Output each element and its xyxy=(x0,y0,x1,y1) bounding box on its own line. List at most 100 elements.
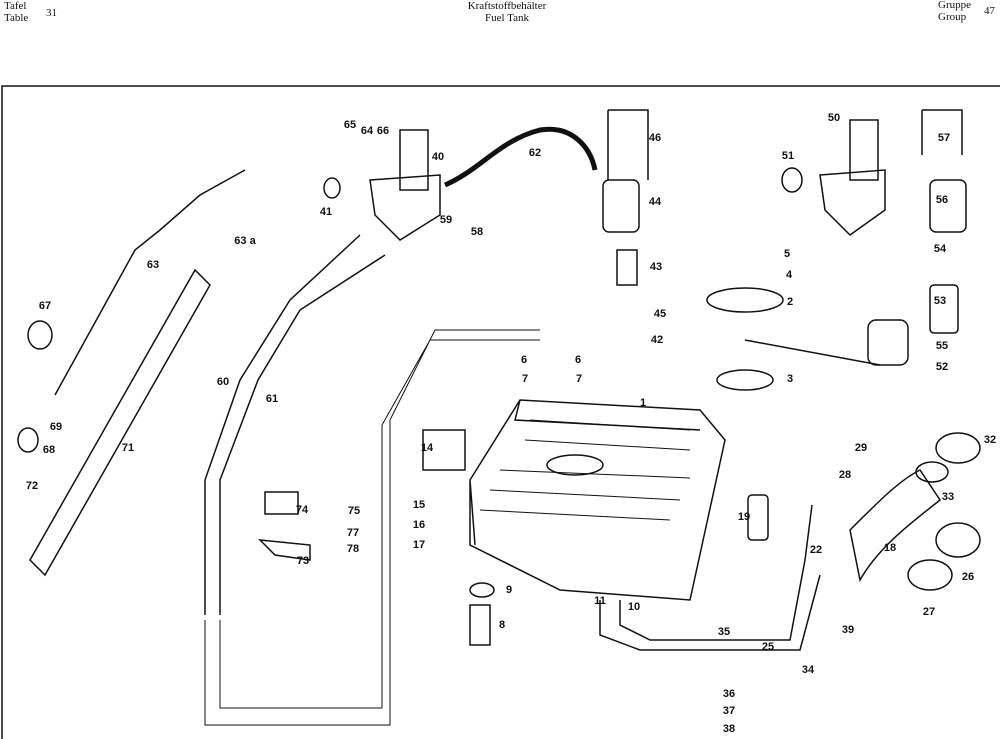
clip-74 xyxy=(264,491,299,515)
ring-26 xyxy=(935,522,981,558)
part-number-label: 9 xyxy=(505,584,513,596)
clip-57 xyxy=(921,109,963,155)
part-number-label: 72 xyxy=(25,480,39,492)
part-number-label: 39 xyxy=(841,624,855,636)
part-number-label: 73 xyxy=(296,555,310,567)
part-number-label: 41 xyxy=(319,206,333,218)
part-number-label: 50 xyxy=(827,112,841,124)
clip-46 xyxy=(607,109,649,180)
part-number-label: 3 xyxy=(786,373,794,385)
rod-63 xyxy=(54,169,246,396)
part-number-label: 6 xyxy=(574,354,582,366)
bracket-71 xyxy=(29,268,211,577)
fuel-line-loop xyxy=(204,329,540,726)
part-number-label: 2 xyxy=(786,296,794,308)
pump-40 xyxy=(399,129,429,191)
part-number-label: 68 xyxy=(42,444,56,456)
part-number-label: 33 xyxy=(941,491,955,503)
part-number-label: 71 xyxy=(121,442,135,454)
part-number-label: 63 xyxy=(146,259,160,271)
part-number-label: 75 xyxy=(347,505,361,517)
part-number-label: 7 xyxy=(575,373,583,385)
part-number-label: 65 xyxy=(343,119,357,131)
pipe-34 xyxy=(619,504,813,641)
disc-41 xyxy=(323,177,341,199)
part-number-label: 42 xyxy=(650,334,664,346)
part-number-label: 43 xyxy=(649,261,663,273)
part-number-label: 18 xyxy=(883,542,897,554)
pump-body-40 xyxy=(369,174,441,241)
sender-flange-2 xyxy=(706,287,784,313)
ring-33 xyxy=(915,461,949,483)
part-number-label: 52 xyxy=(935,361,949,373)
filler-neck-18 xyxy=(849,469,942,583)
disc-51 xyxy=(781,167,803,193)
part-number-label: 8 xyxy=(498,619,506,631)
part-number-label: 4 xyxy=(785,269,793,281)
part-number-label: 59 xyxy=(439,214,453,226)
gasket-3 xyxy=(716,369,774,391)
drain-plug-8 xyxy=(469,604,491,646)
part-number-label: 19 xyxy=(737,511,751,523)
part-number-label: 38 xyxy=(722,723,736,735)
title-de: Kraftstoffbehälter xyxy=(467,0,547,12)
part-number-label: 10 xyxy=(627,601,641,613)
part-number-label: 29 xyxy=(854,442,868,454)
pipe-61 xyxy=(219,254,386,615)
part-number-label: 58 xyxy=(470,226,484,238)
table-number: 31 xyxy=(46,7,57,19)
frame-border xyxy=(1,85,1000,739)
part-number-label: 17 xyxy=(412,539,426,551)
part-number-label: 6 xyxy=(520,354,528,366)
clamp-14 xyxy=(422,429,466,471)
part-number-label: 51 xyxy=(781,150,795,162)
group-label-de: Gruppe xyxy=(938,0,971,11)
part-number-label: 11 xyxy=(594,595,606,607)
part-number-label: 34 xyxy=(801,664,815,676)
part-number-label: 1 xyxy=(639,397,647,409)
grommet-68 xyxy=(17,427,39,453)
part-number-label: 25 xyxy=(761,641,775,653)
part-number-label: 32 xyxy=(983,434,997,446)
part-number-label: 53 xyxy=(933,295,947,307)
title-en: Fuel Tank xyxy=(485,12,529,24)
part-number-label: 40 xyxy=(431,151,445,163)
part-number-label: 69 xyxy=(49,421,63,433)
part-number-label: 28 xyxy=(838,469,852,481)
part-number-label: 64 xyxy=(360,125,374,137)
part-number-label: 55 xyxy=(935,340,949,352)
pump-body-50 xyxy=(819,169,886,236)
sender-float xyxy=(867,319,909,366)
bracket-73 xyxy=(257,539,311,561)
part-number-label: 57 xyxy=(937,132,951,144)
washer-9 xyxy=(469,582,495,598)
part-number-label: 61 xyxy=(265,393,279,405)
part-number-label: 62 xyxy=(528,147,542,159)
part-number-label: 67 xyxy=(38,300,52,312)
sender-arm-2 xyxy=(744,339,881,366)
pipe-25 xyxy=(599,574,821,651)
part-number-label: 26 xyxy=(961,571,975,583)
part-number-label: 37 xyxy=(722,705,736,717)
part-number-label: 56 xyxy=(935,194,949,206)
part-number-label: 44 xyxy=(648,196,662,208)
part-number-label: 54 xyxy=(933,243,947,255)
part-number-label: 16 xyxy=(412,519,426,531)
sleeve-44 xyxy=(602,179,640,233)
part-number-label: 74 xyxy=(295,504,309,516)
grommet-67 xyxy=(27,320,53,350)
group-label-en: Group xyxy=(938,11,967,23)
hose-19 xyxy=(747,494,769,541)
filter-43 xyxy=(616,249,638,286)
part-number-label: 45 xyxy=(653,308,667,320)
part-number-label: 14 xyxy=(420,442,434,454)
ring-27 xyxy=(907,559,953,591)
hose-62 xyxy=(444,126,598,188)
pump-50 xyxy=(849,119,879,181)
part-number-label: 36 xyxy=(722,688,736,700)
tank-stripes xyxy=(479,419,691,521)
part-number-label: 63 a xyxy=(234,235,256,247)
part-number-label: 22 xyxy=(809,544,823,556)
part-number-label: 78 xyxy=(346,543,360,555)
